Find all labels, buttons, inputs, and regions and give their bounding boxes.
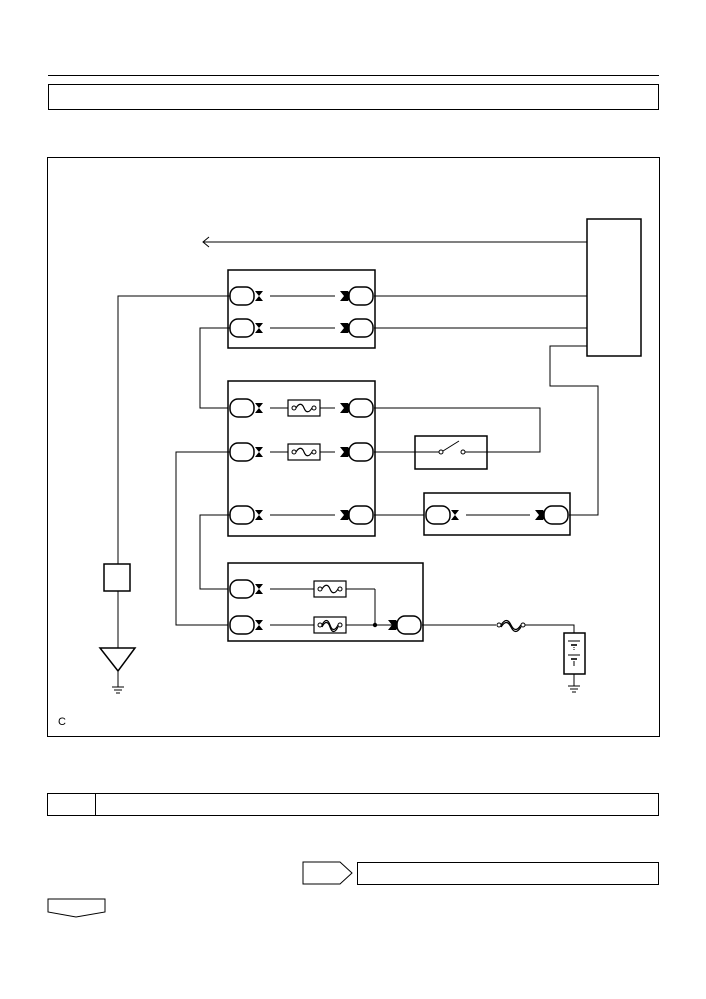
fusible-link-icon — [313, 616, 347, 634]
result-box — [357, 862, 659, 885]
fuse-icon — [287, 399, 321, 417]
back-button-icon[interactable] — [47, 898, 106, 918]
step-row — [47, 793, 659, 816]
diagram-frame — [47, 157, 660, 737]
signal-arrow-icon — [202, 236, 210, 248]
next-arrow-icon[interactable] — [302, 861, 353, 885]
battery-icon — [563, 632, 586, 675]
ground-icon — [567, 679, 581, 693]
title-box — [48, 84, 659, 110]
top-rule — [48, 75, 659, 76]
fuse-icon — [313, 580, 347, 598]
switch-icon — [442, 440, 460, 452]
figure-code: C — [58, 716, 66, 728]
fuse-icon — [287, 443, 321, 461]
ground-symbol-icon — [98, 647, 137, 673]
junction-block-top — [227, 269, 376, 349]
fusible-link — [496, 619, 526, 633]
ecu-block — [586, 218, 642, 357]
ground — [103, 563, 131, 592]
ground-icon — [111, 680, 125, 694]
step-number — [47, 793, 96, 816]
